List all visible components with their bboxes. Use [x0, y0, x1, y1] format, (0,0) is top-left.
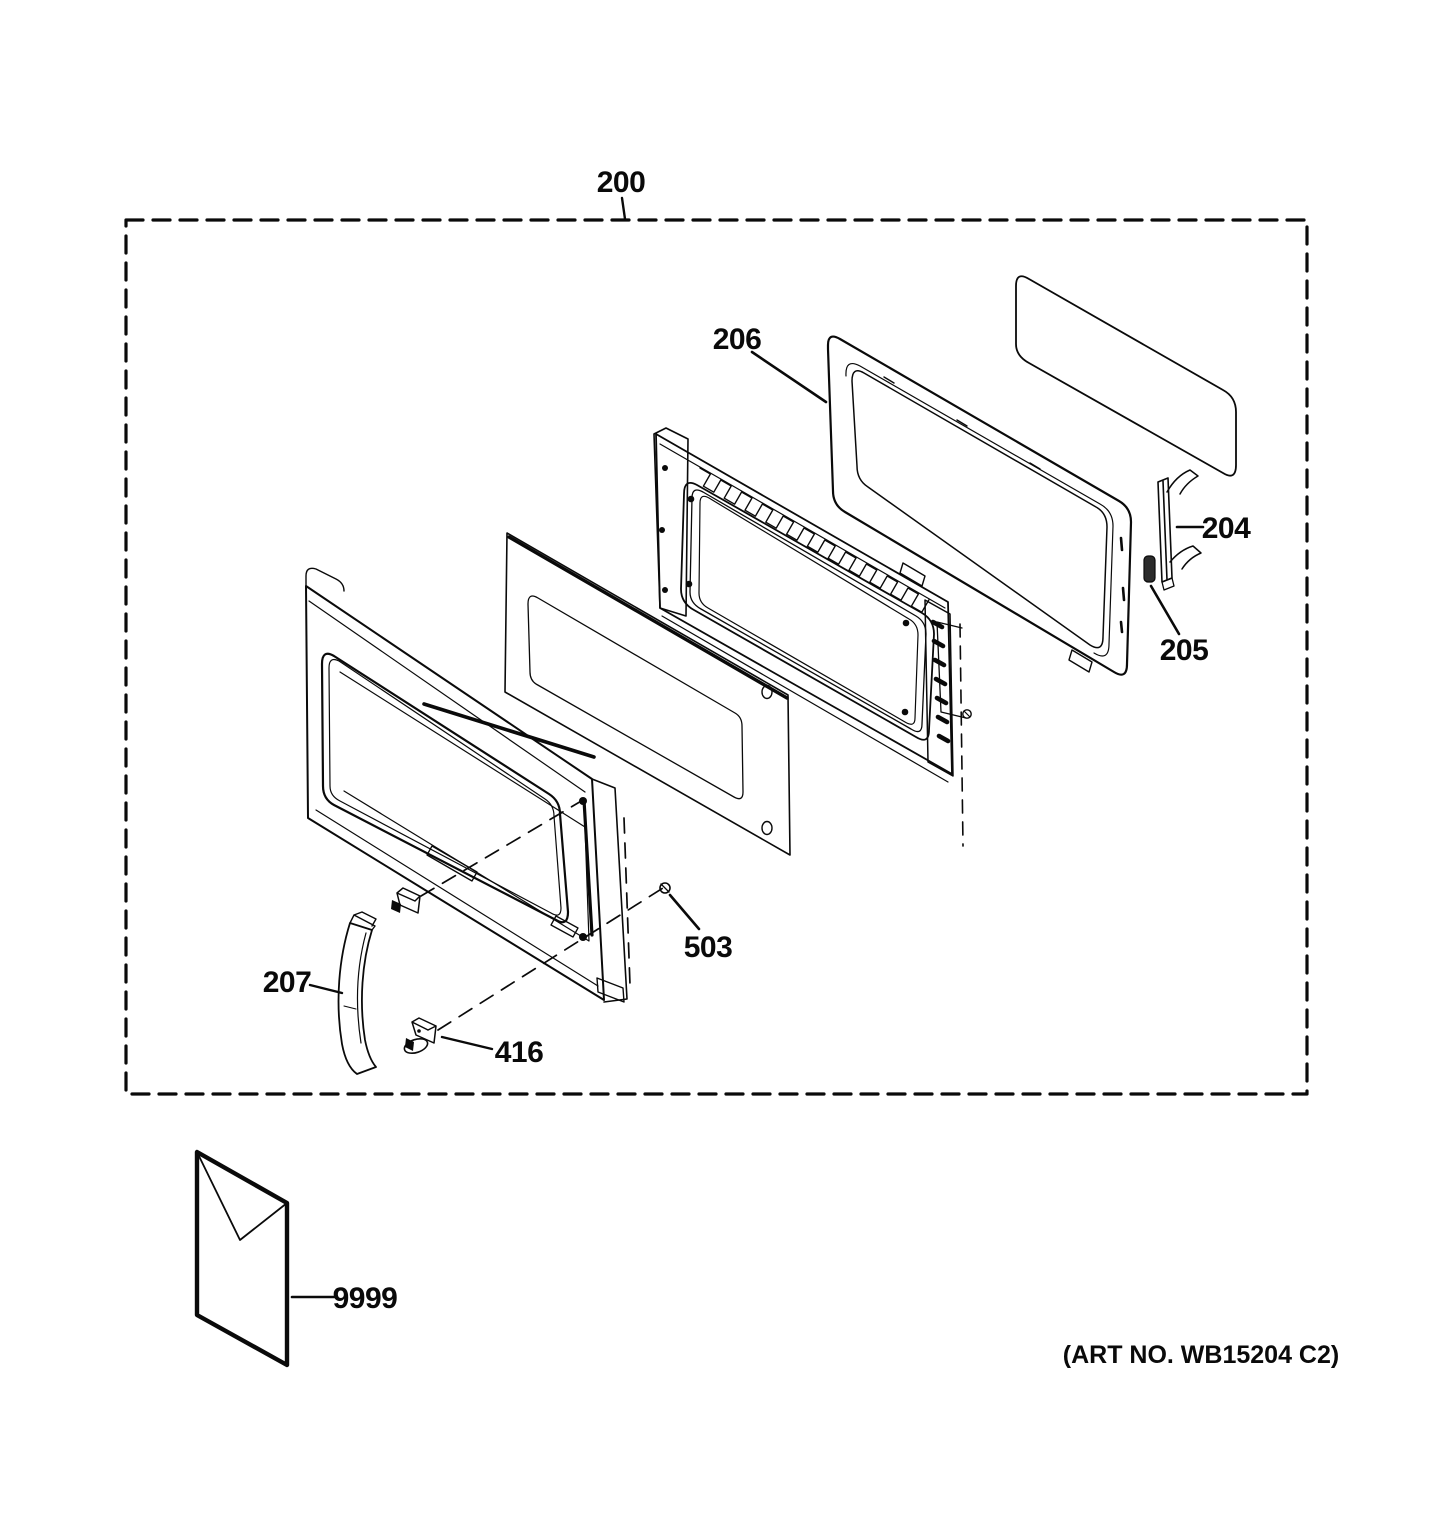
frame-foot-tab: [1068, 649, 1093, 673]
leader-207: [308, 983, 344, 995]
assembly-boundary-box: [124, 218, 1309, 1096]
frame-foot-tab: [899, 562, 926, 587]
leader-206: [750, 350, 828, 404]
label-206: 206: [713, 323, 762, 356]
label-9999: 9999: [333, 1282, 398, 1315]
latch-body-label-group: 416: [440, 1035, 544, 1069]
leader-200: [620, 196, 627, 221]
label-503: 503: [684, 931, 733, 964]
front-door-panel: [305, 567, 628, 1003]
handle-label-group: 207: [263, 966, 344, 999]
choke-cover-frame: [826, 335, 1133, 676]
choke-cover-label-group: 206: [713, 323, 828, 404]
leader-416: [440, 1035, 494, 1051]
construction-lines: [420, 799, 664, 1031]
leader-205: [1149, 584, 1181, 636]
leader-503: [668, 893, 701, 931]
label-205: 205: [1160, 634, 1209, 667]
small-screw: [962, 709, 972, 719]
latch-body-416: [403, 1017, 437, 1055]
latch-lever-204: [1157, 469, 1202, 591]
label-200: 200: [597, 166, 646, 199]
literature-envelope: [194, 1149, 290, 1368]
screw-503: [659, 882, 671, 894]
door-handle: [337, 911, 377, 1075]
latch-axis-dashed-line: [959, 623, 964, 847]
literature-label-group: 9999: [290, 1282, 398, 1315]
latch-spring-label-group: 205: [1149, 584, 1209, 667]
assembly-label-group: 200: [597, 166, 646, 221]
film-sheet: [1015, 275, 1237, 477]
latch-clip-upper: [391, 887, 421, 914]
latch-spring-205: [1143, 555, 1156, 583]
label-204: 204: [1202, 512, 1251, 545]
latch-lever-label-group: 204: [1175, 512, 1252, 545]
label-207: 207: [263, 966, 312, 999]
screw-label-group: 503: [668, 893, 733, 964]
label-416: 416: [495, 1036, 544, 1069]
art-no-text: (ART NO. WB15204 C2): [1063, 1341, 1339, 1369]
door-glass-sheet: [504, 532, 791, 856]
inner-door-panel: [653, 427, 972, 847]
choke-serration: [699, 467, 930, 613]
